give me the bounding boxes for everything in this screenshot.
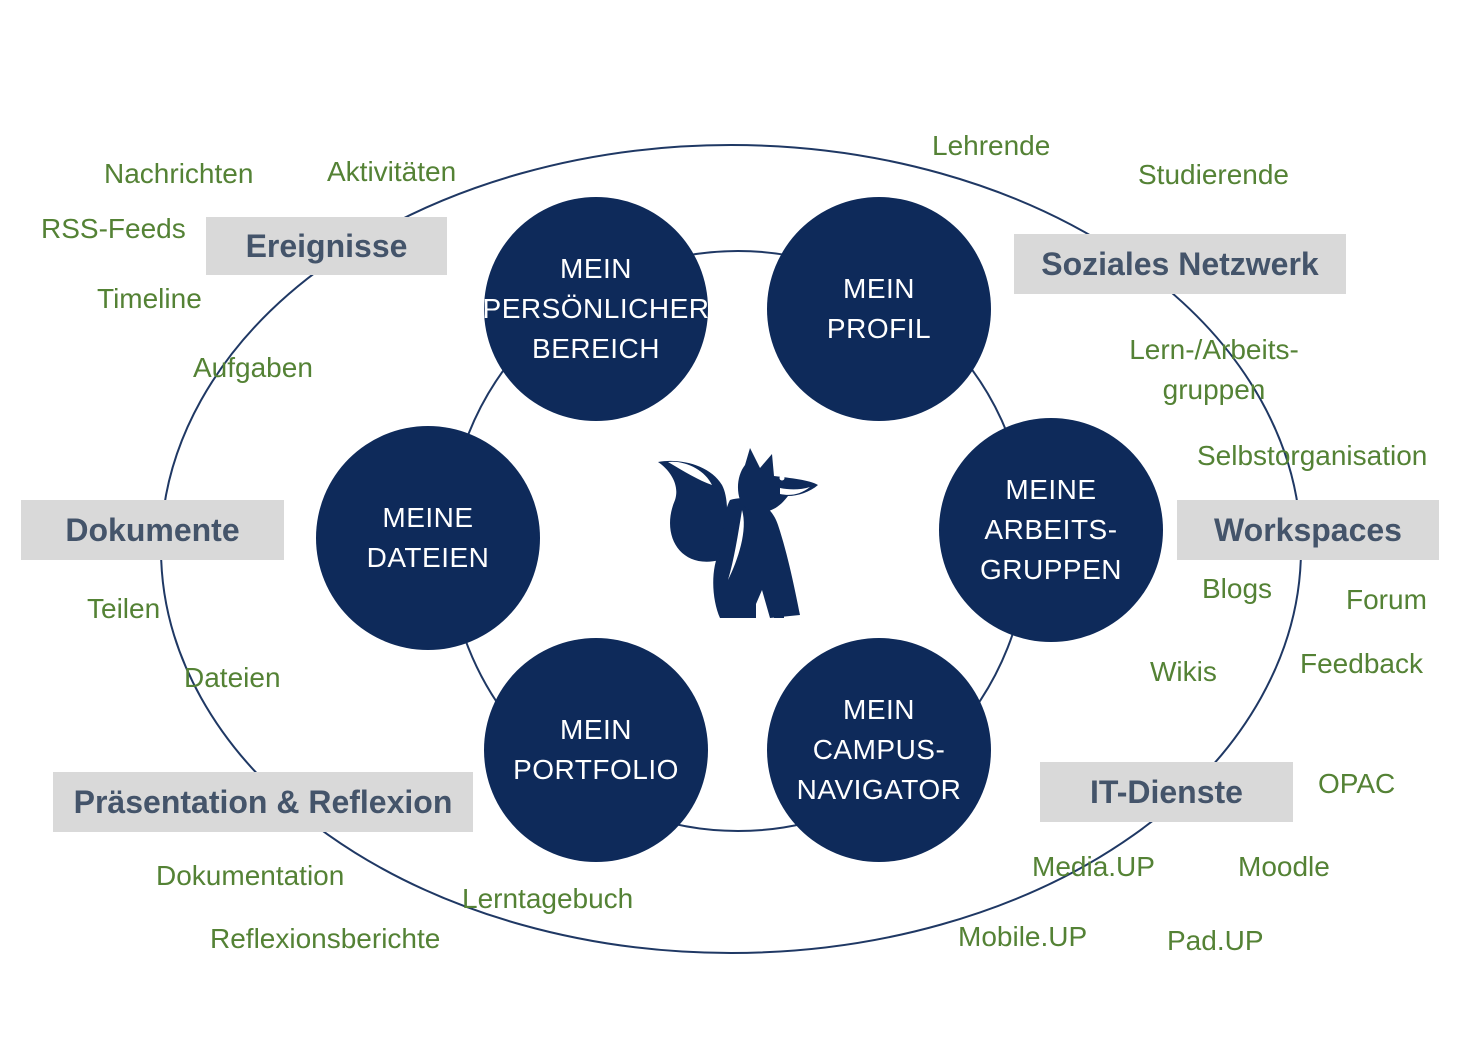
category-workspaces-label: Workspaces <box>1214 511 1402 548</box>
word-lehrende: Lehrende <box>932 130 1051 161</box>
node-line: PORTFOLIO <box>513 754 679 785</box>
category-ereignisse-label: Ereignisse <box>245 227 408 264</box>
word-teilen: Teilen <box>87 593 161 624</box>
node-portfolio[interactable]: MEIN PORTFOLIO <box>484 638 708 862</box>
word-rss-feeds: RSS-Feeds <box>41 213 186 244</box>
category-it-dienste: IT-Dienste <box>1040 762 1293 822</box>
word-media-up: Media.UP <box>1032 851 1155 882</box>
word-lern-arbeits: Lern-/Arbeits- <box>1129 334 1299 365</box>
word-opac: OPAC <box>1318 768 1396 799</box>
category-dokumente: Dokumente <box>21 500 284 560</box>
category-it-dienste-label: IT-Dienste <box>1090 773 1243 810</box>
category-dokumente-label: Dokumente <box>65 511 240 548</box>
word-selbstorganisation: Selbstorganisation <box>1197 440 1428 471</box>
node-arbeitsgruppen[interactable]: MEINE ARBEITS- GRUPPEN <box>939 418 1163 642</box>
node-line: NAVIGATOR <box>796 774 962 805</box>
node-line: DATEIEN <box>366 542 490 573</box>
word-aktivitaeten: Aktivitäten <box>327 156 457 187</box>
category-workspaces: Workspaces <box>1177 500 1439 560</box>
word-gruppen: gruppen <box>1162 374 1266 405</box>
category-soziales-netzwerk-label: Soziales Netzwerk <box>1041 245 1319 282</box>
word-moodle: Moodle <box>1238 851 1330 882</box>
node-persoenlicher-bereich[interactable]: MEIN PERSÖNLICHER BEREICH <box>482 197 710 421</box>
word-studierende: Studierende <box>1138 159 1290 190</box>
node-line: MEIN <box>560 253 632 284</box>
word-reflexionsberichte: Reflexionsberichte <box>210 923 441 954</box>
node-dateien[interactable]: MEINE DATEIEN <box>316 426 540 650</box>
node-line: GRUPPEN <box>980 554 1122 585</box>
node-line: MEINE <box>1005 474 1097 505</box>
word-pad-up: Pad.UP <box>1167 925 1264 956</box>
node-line: MEIN <box>843 273 915 304</box>
word-wikis: Wikis <box>1150 656 1217 687</box>
word-mobile-up: Mobile.UP <box>958 921 1088 952</box>
node-line: MEIN <box>560 714 632 745</box>
node-line: CAMPUS- <box>812 734 946 765</box>
word-feedback: Feedback <box>1300 648 1423 679</box>
word-aufgaben: Aufgaben <box>193 352 313 383</box>
node-line: MEINE <box>382 502 474 533</box>
node-campusnavigator[interactable]: MEIN CAMPUS- NAVIGATOR <box>767 638 991 862</box>
word-lerntagebuch: Lerntagebuch <box>462 883 634 914</box>
node-profil[interactable]: MEIN PROFIL <box>767 197 991 421</box>
category-praesentation-reflexion: Präsentation & Reflexion <box>53 772 473 832</box>
word-dokumentation: Dokumentation <box>156 860 345 891</box>
node-line: PROFIL <box>826 313 932 344</box>
node-line: MEIN <box>843 694 915 725</box>
word-blogs: Blogs <box>1202 573 1273 604</box>
word-nachrichten: Nachrichten <box>104 158 254 189</box>
word-dateien: Dateien <box>184 662 281 693</box>
fox-icon <box>658 448 818 618</box>
node-line: ARBEITS- <box>984 514 1118 545</box>
category-soziales-netzwerk: Soziales Netzwerk <box>1014 234 1346 294</box>
category-praesentation-label: Präsentation & Reflexion <box>73 783 453 820</box>
word-timeline: Timeline <box>97 283 202 314</box>
category-ereignisse: Ereignisse <box>206 217 447 275</box>
node-line: BEREICH <box>532 333 660 364</box>
node-line: PERSÖNLICHER <box>482 293 710 324</box>
word-forum: Forum <box>1346 584 1427 615</box>
